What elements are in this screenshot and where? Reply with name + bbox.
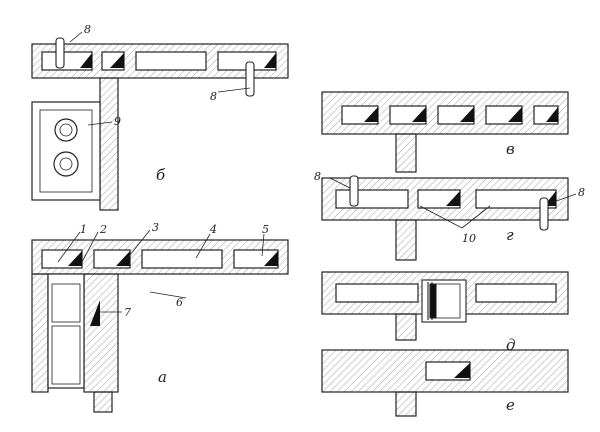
panel-v-wall <box>321 91 569 173</box>
panel-letter-a: а <box>158 368 167 386</box>
callout-7: 7 <box>124 306 131 319</box>
callout-8: 8 <box>578 186 585 199</box>
panel-letter-d: д <box>506 336 516 354</box>
panel-b-pipes <box>55 37 255 97</box>
panel-e-soot-marks <box>454 363 470 378</box>
panel-letter-v: в <box>506 140 515 158</box>
panel-a-firebox <box>47 273 85 389</box>
panel-b: 8 8 9 б <box>31 23 289 211</box>
stove-burner <box>54 118 78 142</box>
callout-1: 1 <box>80 223 87 236</box>
panel-g-leaders <box>329 177 577 229</box>
panel-b-soot-marks <box>80 53 276 68</box>
pipe <box>55 37 65 69</box>
panel-g: 8 8 10 г <box>314 170 585 261</box>
stove-burner <box>59 157 73 171</box>
stove-body <box>31 101 101 201</box>
stove-top-frame <box>39 109 93 193</box>
panel-letter-g: г <box>506 226 514 244</box>
panel-v: в <box>321 91 569 173</box>
pipe <box>245 61 255 97</box>
panel-letter-e: е <box>506 396 515 414</box>
panel-b-stove <box>31 101 101 201</box>
callout-9: 9 <box>114 115 121 128</box>
panel-e-wall <box>321 349 569 417</box>
panel-d: д <box>321 271 569 354</box>
panel-b-leaders <box>69 31 251 126</box>
pipe <box>349 175 359 207</box>
panel-a-soot-marks <box>68 251 278 326</box>
panel-a: 1 2 3 4 5 6 7 а <box>31 221 289 413</box>
stove-burner <box>53 151 79 177</box>
callout-3: 3 <box>152 221 159 234</box>
panel-d-channels <box>335 283 557 303</box>
callout-2: 2 <box>99 223 107 236</box>
callout-10: 10 <box>462 232 476 245</box>
panel-b-channels <box>41 51 277 71</box>
callout-8: 8 <box>314 170 321 183</box>
panel-e: е <box>321 349 569 417</box>
stove-burner <box>59 123 73 137</box>
panel-d-damper <box>421 279 467 323</box>
callout-8: 8 <box>84 23 91 36</box>
callout-4: 4 <box>209 223 217 236</box>
callout-8: 8 <box>210 90 217 103</box>
panel-g-pipes <box>349 175 549 231</box>
callout-5: 5 <box>262 223 269 236</box>
panel-v-soot-marks <box>364 107 558 122</box>
panel-a-leaders <box>57 229 265 313</box>
panel-letter-b: б <box>156 166 166 184</box>
callout-6: 6 <box>176 296 183 309</box>
pipe <box>539 197 549 231</box>
panel-g-channels <box>335 189 557 209</box>
